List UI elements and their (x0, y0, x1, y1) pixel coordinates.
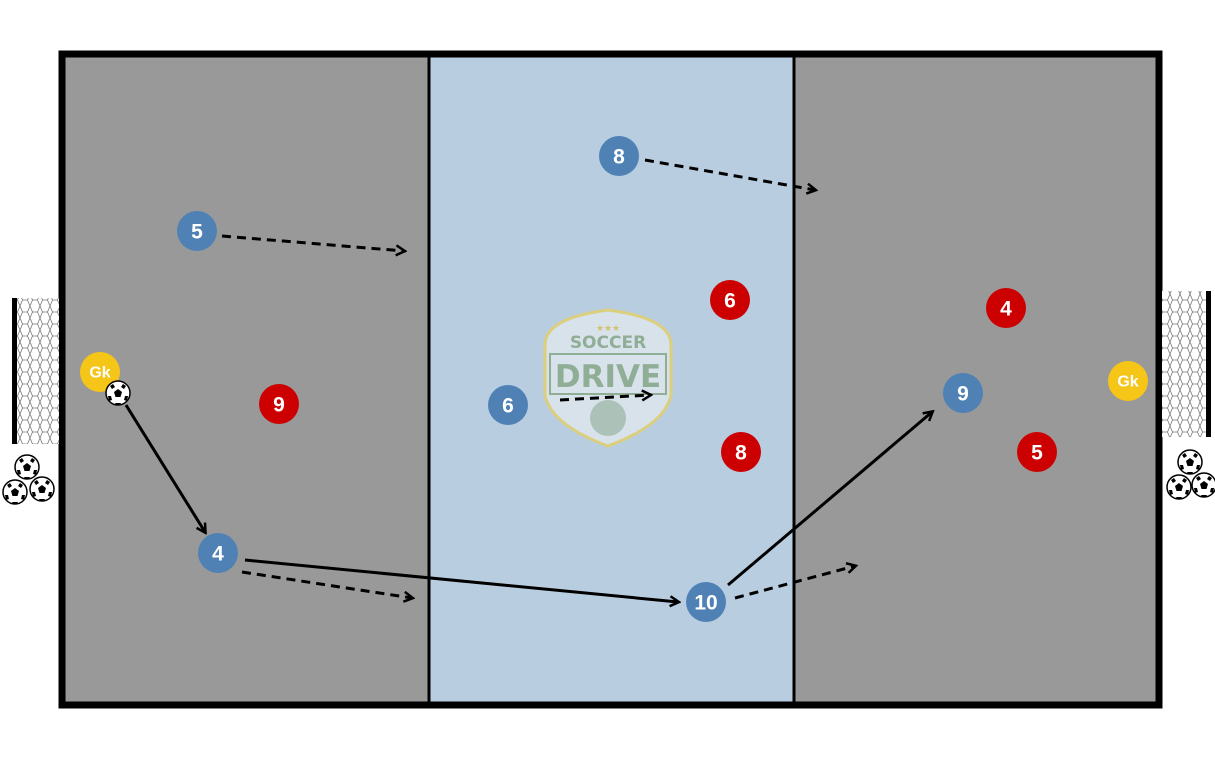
soccer-ball-icon (14, 454, 40, 480)
soccer-ball-icon (1177, 449, 1203, 475)
defenders: 9 6 8 4 5 (259, 280, 1057, 472)
run-arrow-6 (559, 395, 650, 402)
attacker-8[interactable]: 8 (599, 136, 639, 176)
run-arrow-4 (241, 570, 412, 598)
left-goal (12, 298, 59, 444)
soccer-ball-icon (1191, 472, 1215, 498)
arrows (124, 158, 932, 602)
run-arrow-10 (734, 566, 855, 600)
svg-text:8: 8 (613, 146, 625, 169)
defender-5[interactable]: 5 (1017, 432, 1057, 472)
left-zone (62, 54, 429, 705)
attacker-6[interactable]: 6 (488, 385, 528, 425)
soccer-ball-icon (1166, 474, 1192, 500)
run-arrow-5 (221, 234, 404, 251)
svg-text:6: 6 (724, 290, 736, 313)
svg-text:9: 9 (273, 394, 285, 417)
run-arrow-8 (644, 158, 815, 190)
attacker-4[interactable]: 4 (198, 533, 238, 573)
svg-text:5: 5 (191, 221, 203, 244)
defender-4[interactable]: 4 (986, 288, 1026, 328)
attackers: 5 8 6 4 10 9 (177, 136, 983, 622)
logo-text-drive: DRIVE (555, 359, 661, 395)
svg-text:8: 8 (735, 442, 747, 465)
logo-stars: ★★★ (596, 324, 620, 334)
soccer-ball-icon[interactable] (105, 380, 131, 406)
goalkeeper-right[interactable]: Gk (1108, 361, 1148, 401)
svg-text:5: 5 (1031, 442, 1043, 465)
soccer-drive-logo: ★★★ SOCCER DRIVE (543, 308, 673, 448)
logo-text-soccer: SOCCER (570, 333, 646, 353)
defender-6[interactable]: 6 (710, 280, 750, 320)
pass-arrow-gk-to-4 (124, 404, 205, 532)
soccer-ball-icon (29, 476, 55, 502)
goalkeeper-left[interactable]: Gk (80, 352, 120, 392)
svg-text:4: 4 (212, 543, 224, 566)
svg-text:Gk: Gk (1117, 374, 1138, 391)
pass-arrow-10-to-9 (727, 412, 932, 587)
pass-arrow-4-to-10 (244, 558, 678, 602)
attacker-10[interactable]: 10 (686, 582, 726, 622)
soccer-ball-icon (2, 479, 28, 505)
svg-text:10: 10 (694, 592, 717, 615)
defender-9[interactable]: 9 (259, 384, 299, 424)
field-border (58, 50, 1163, 709)
right-goal (1162, 291, 1211, 437)
attacker-5[interactable]: 5 (177, 211, 217, 251)
svg-text:9: 9 (957, 383, 969, 406)
attacker-9[interactable]: 9 (943, 373, 983, 413)
svg-text:6: 6 (502, 395, 514, 418)
svg-text:4: 4 (1000, 298, 1012, 321)
svg-text:Gk: Gk (89, 365, 110, 382)
defender-8[interactable]: 8 (721, 432, 761, 472)
